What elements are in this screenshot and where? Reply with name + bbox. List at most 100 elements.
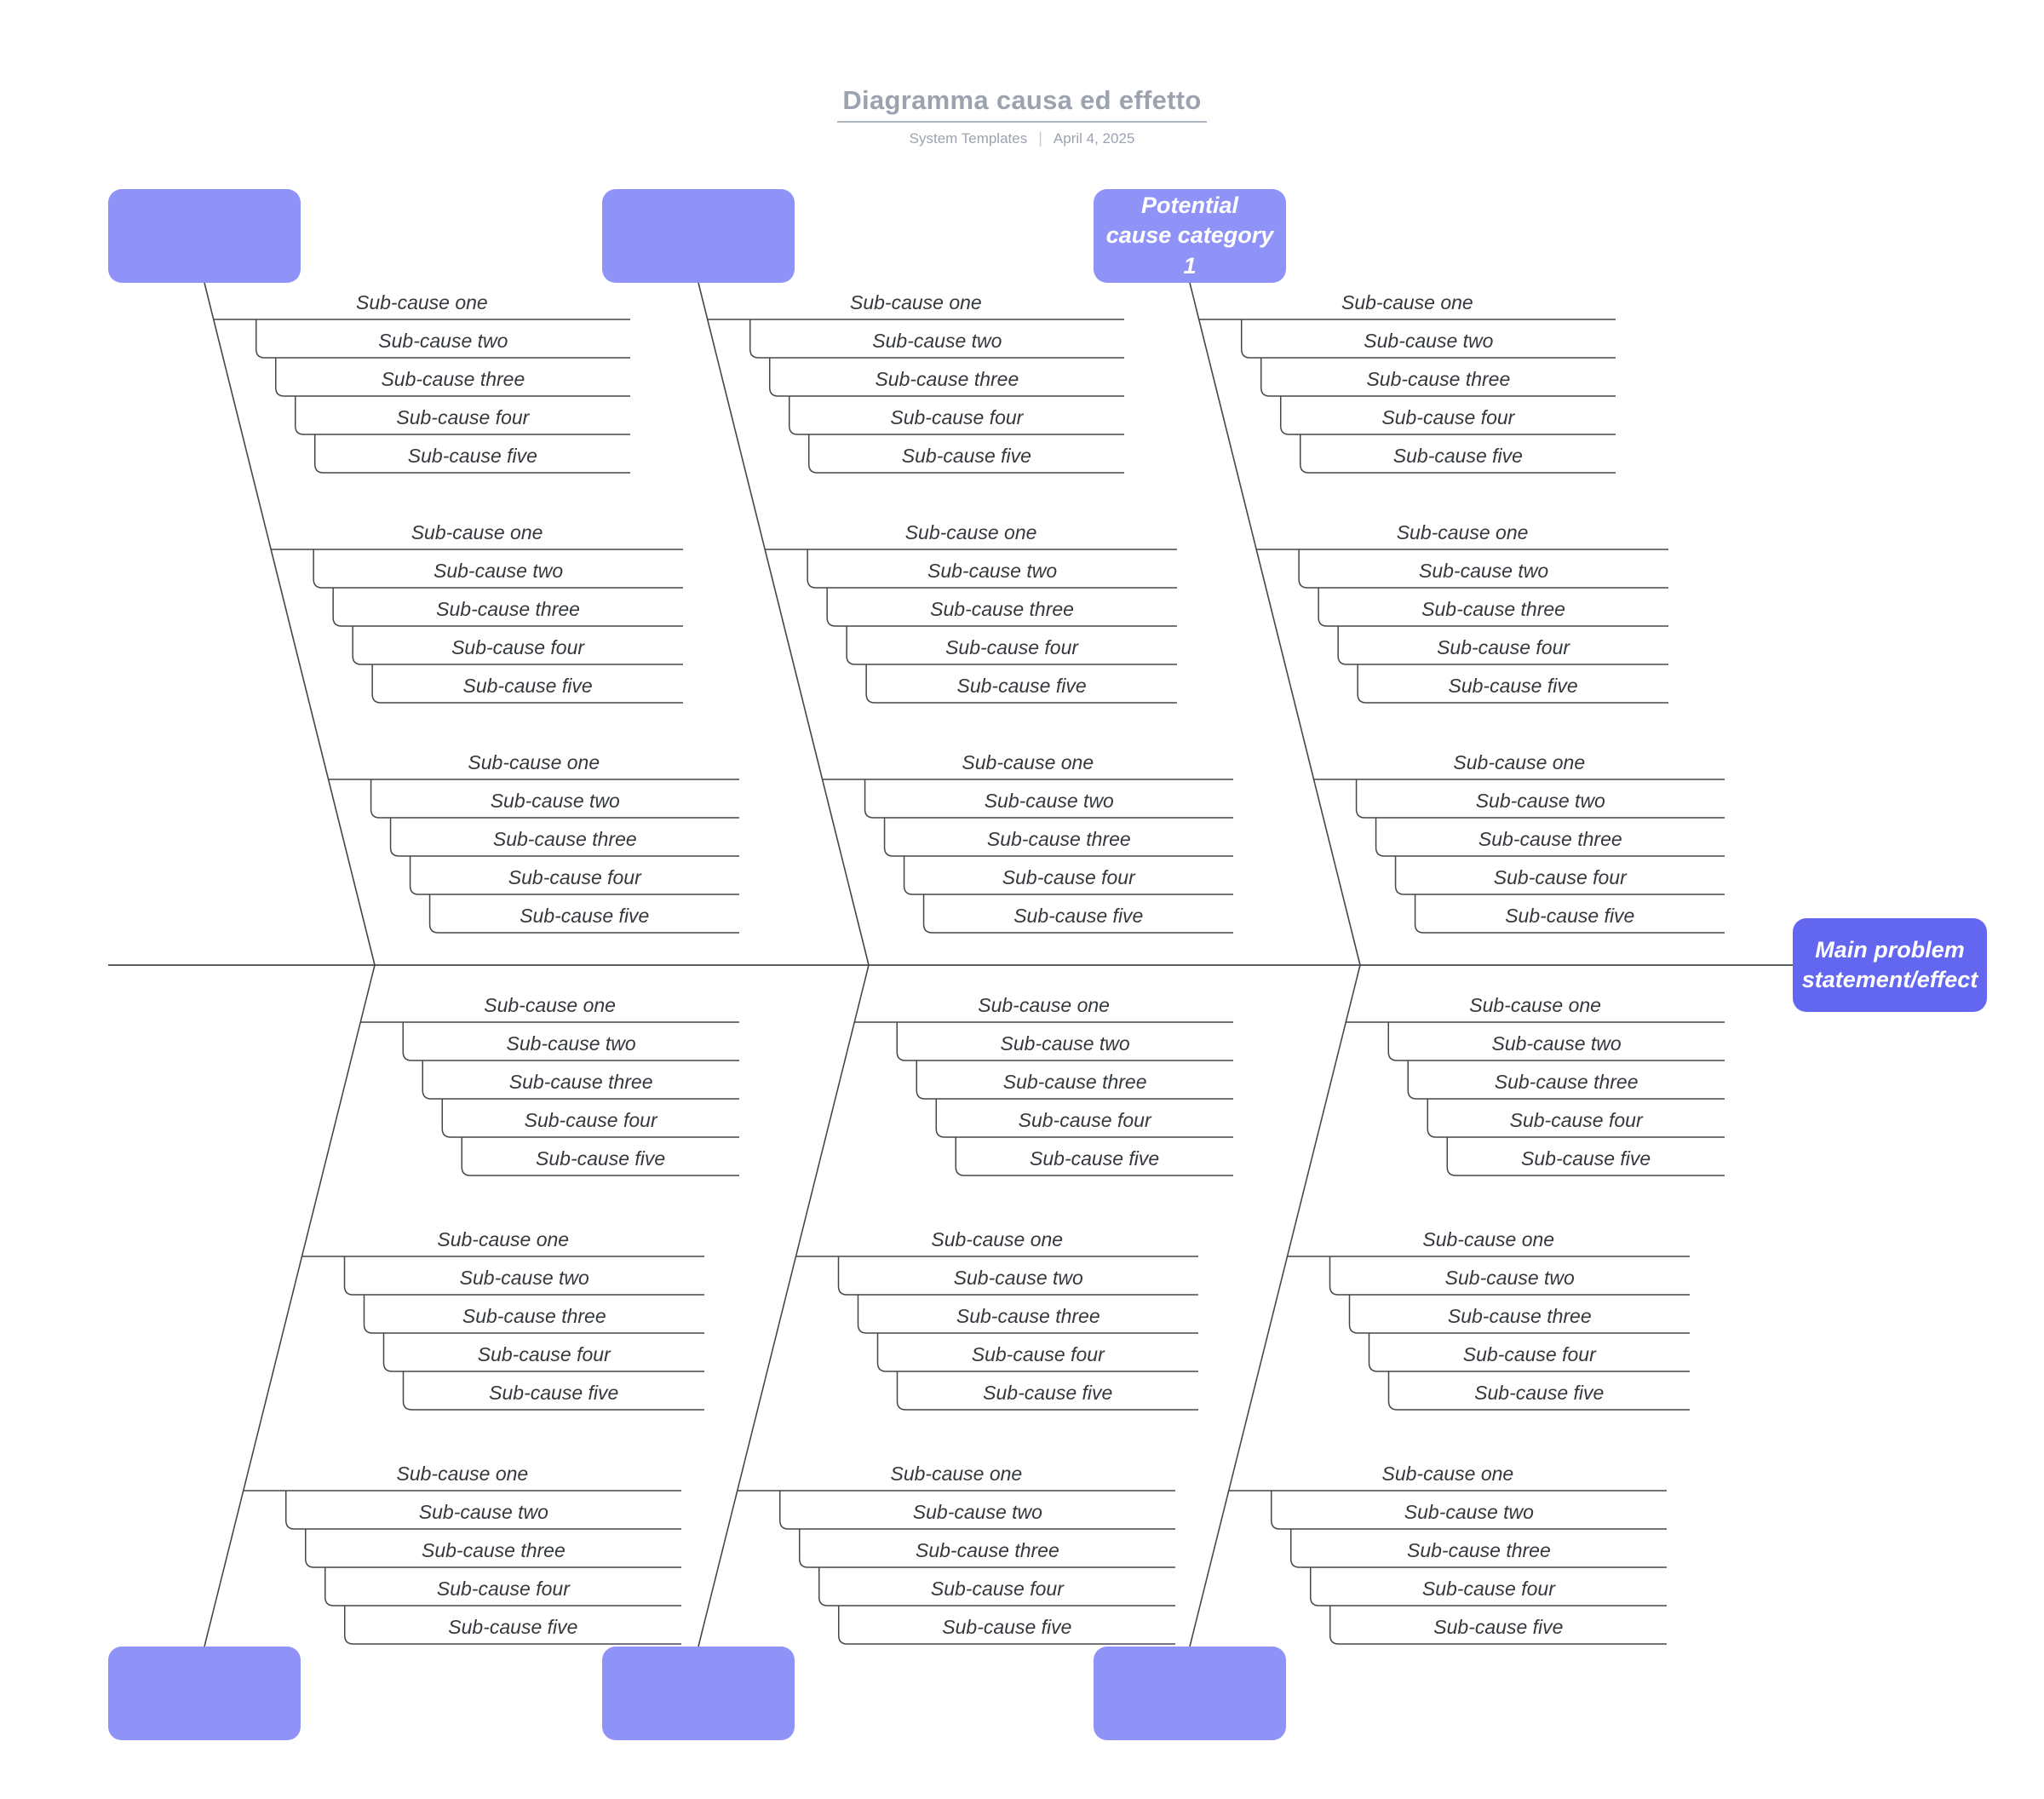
sub-cause-label: Sub-cause three: [1478, 828, 1622, 850]
sub-cause-label: Sub-cause two: [1404, 1501, 1534, 1523]
sub-cause-line: [1298, 549, 1668, 589]
sub-cause-label: Sub-cause three: [1406, 1539, 1551, 1561]
sub-cause-label: Sub-cause four: [1421, 1578, 1555, 1600]
sub-cause-line: [788, 396, 1124, 435]
sub-cause-label: Sub-cause five: [1433, 1616, 1564, 1638]
sub-cause-label: Sub-cause two: [490, 790, 620, 812]
sub-cause-label: Sub-cause four: [436, 1578, 570, 1600]
sub-cause-line: [441, 1099, 739, 1138]
sub-cause-label: Sub-cause five: [983, 1382, 1113, 1404]
sub-cause-label: Sub-cause one: [962, 751, 1094, 773]
sub-cause-label: Sub-cause one: [904, 521, 1037, 543]
sub-cause-line: [1357, 664, 1668, 704]
sub-cause-label: Sub-cause one: [484, 994, 616, 1016]
sub-cause-line: [1310, 1567, 1667, 1606]
sub-cause-line: [274, 358, 630, 397]
sub-cause-label: Sub-cause four: [396, 406, 530, 428]
sub-cause-label: Sub-cause three: [1447, 1305, 1592, 1327]
sub-cause-label: Sub-cause five: [942, 1616, 1072, 1638]
sub-cause-label: Sub-cause five: [1013, 905, 1144, 927]
sub-cause-label: Sub-cause four: [524, 1109, 657, 1131]
sub-cause-line: [818, 1567, 1175, 1606]
sub-cause-line: [1368, 1333, 1690, 1372]
sub-cause-line: [865, 664, 1177, 704]
sub-cause-line: [370, 779, 739, 819]
sub-cause-line: [1290, 1529, 1667, 1568]
sub-cause-line: [779, 1491, 1175, 1530]
sub-cause-line: [313, 549, 683, 589]
sub-cause-line: [371, 664, 683, 704]
sub-cause-line: [1329, 1256, 1690, 1296]
sub-cause-label: Sub-cause four: [1018, 1109, 1151, 1131]
sub-cause-line: [428, 894, 739, 934]
sub-cause-label: Sub-cause five: [901, 445, 1031, 467]
sub-cause-label: Sub-cause three: [1002, 1071, 1147, 1093]
sub-cause-line: [922, 894, 1233, 934]
category-box-top-1: [108, 189, 301, 283]
main-problem-label: Main problem statement/effect: [1801, 936, 1978, 992]
sub-cause-label: Sub-cause two: [1475, 790, 1605, 812]
category-box-top-3: Potential cause category 1: [1094, 189, 1286, 283]
category-box-bottom-1: [108, 1647, 301, 1740]
sub-cause-label: Sub-cause two: [984, 790, 1114, 812]
branch-line-top: [204, 282, 376, 966]
sub-cause-line: [422, 1060, 739, 1100]
category-box-top-2: [602, 189, 795, 283]
sub-cause-label: Sub-cause five: [536, 1147, 666, 1170]
branch-line-top: [1189, 282, 1361, 966]
branch-line-bottom: [1189, 964, 1361, 1647]
sub-cause-line: [768, 358, 1124, 397]
sub-cause-label: Sub-cause five: [448, 1616, 578, 1638]
sub-cause-label: Sub-cause one: [849, 291, 982, 313]
sub-cause-line: [896, 1022, 1233, 1061]
sub-cause-label: Sub-cause four: [930, 1578, 1064, 1600]
sub-cause-line: [294, 396, 630, 435]
sub-cause-line: [916, 1060, 1233, 1100]
sub-cause-line: [903, 856, 1233, 895]
sub-cause-label: Sub-cause one: [1422, 1228, 1555, 1250]
sub-cause-label: Sub-cause one: [468, 751, 600, 773]
sub-cause-label: Sub-cause three: [930, 598, 1074, 620]
sub-cause-line: [1387, 1022, 1725, 1061]
sub-cause-line: [807, 434, 1124, 474]
sub-cause-label: Sub-cause three: [956, 1305, 1100, 1327]
sub-cause-line: [1414, 894, 1725, 934]
sub-cause-label: Sub-cause one: [1453, 751, 1586, 773]
sub-cause-label: Sub-cause five: [407, 445, 537, 467]
sub-cause-label: Sub-cause two: [459, 1267, 589, 1289]
sub-cause-line: [1407, 1060, 1725, 1100]
sub-cause-label: Sub-cause one: [931, 1228, 1064, 1250]
sub-cause-label: Sub-cause five: [1392, 445, 1523, 467]
title-underline: [837, 121, 1207, 123]
sub-cause-label: Sub-cause two: [1418, 560, 1549, 582]
sub-cause-line: [857, 1295, 1198, 1334]
sub-cause-line: [1337, 626, 1668, 665]
branch-line-bottom: [204, 964, 376, 1647]
sub-cause-line: [352, 626, 683, 665]
sub-cause-label: Sub-cause one: [411, 521, 543, 543]
sub-cause-line: [1394, 856, 1725, 895]
sub-cause-label: Sub-cause four: [508, 866, 641, 888]
sub-cause-line: [343, 1256, 704, 1296]
sub-cause-line: [1329, 1606, 1667, 1645]
sub-cause-line: [285, 1491, 681, 1530]
sub-cause-line: [382, 1333, 704, 1372]
sub-cause-label: Sub-cause four: [1493, 866, 1627, 888]
sub-cause-line: [1375, 818, 1725, 857]
sub-cause-line: [389, 818, 739, 857]
sub-cause-line: [1387, 1371, 1690, 1411]
category-box-bottom-2: [602, 1647, 795, 1740]
sub-cause-line: [807, 549, 1177, 589]
sub-cause-line: [846, 626, 1177, 665]
diagram-subtitle: System Templates|April 4, 2025: [0, 129, 2044, 147]
sub-cause-label: Sub-cause two: [912, 1501, 1042, 1523]
sub-cause-label: Sub-cause three: [1366, 368, 1511, 390]
sub-cause-line: [1260, 358, 1616, 397]
sub-cause-label: Sub-cause two: [1444, 1267, 1575, 1289]
sub-cause-label: Sub-cause four: [890, 406, 1024, 428]
sub-cause-label: Sub-cause two: [927, 560, 1058, 582]
sub-cause-label: Sub-cause three: [875, 368, 1019, 390]
sub-cause-line: [1427, 1099, 1725, 1138]
sub-cause-line: [799, 1529, 1175, 1568]
